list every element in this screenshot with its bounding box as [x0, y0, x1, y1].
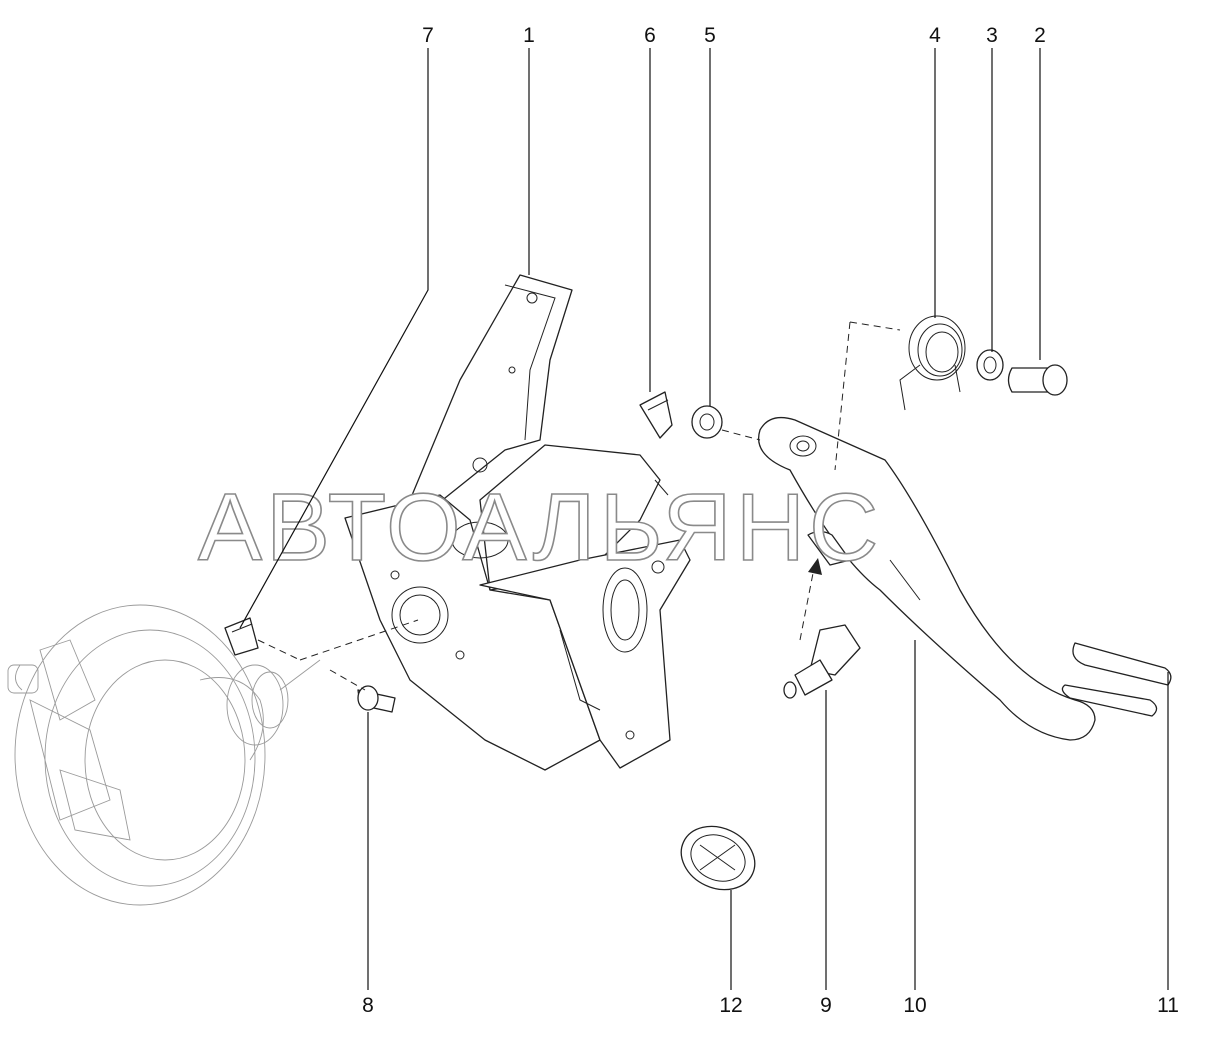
callout-7: 7 — [422, 24, 434, 47]
callout-6: 6 — [644, 24, 656, 47]
callout-8: 8 — [362, 994, 374, 1017]
callout-2: 2 — [1034, 24, 1046, 47]
arrow-head — [808, 558, 822, 575]
assembly-lines — [257, 321, 901, 691]
return-spring — [899, 315, 966, 411]
callout-labels: 1 2 3 4 5 6 7 8 9 10 11 12 — [362, 24, 1179, 1017]
leader-lines — [239, 48, 1169, 990]
pedal-bracket — [344, 274, 691, 771]
pedal-pad — [1061, 642, 1172, 717]
callout-5: 5 — [704, 24, 716, 47]
brake-booster — [7, 604, 321, 906]
callout-4: 4 — [929, 24, 941, 47]
callout-9: 9 — [820, 994, 832, 1017]
callout-12: 12 — [719, 994, 742, 1017]
callout-1: 1 — [523, 24, 535, 47]
pivot-pin — [1007, 364, 1068, 396]
callout-11: 11 — [1157, 994, 1179, 1017]
fork-clip — [224, 617, 259, 656]
retaining-clip — [639, 391, 673, 439]
stop-light-switch — [783, 624, 861, 699]
washer — [976, 349, 1004, 381]
brake-pedal-arm — [758, 416, 1096, 741]
grommet-plug — [680, 825, 756, 891]
bushing — [691, 405, 723, 439]
leader-7 — [239, 48, 429, 629]
clevis-pin — [357, 685, 396, 713]
watermark: АВТОАЛЬЯНС — [198, 474, 882, 581]
callout-3: 3 — [986, 24, 998, 47]
callout-10: 10 — [903, 994, 926, 1017]
